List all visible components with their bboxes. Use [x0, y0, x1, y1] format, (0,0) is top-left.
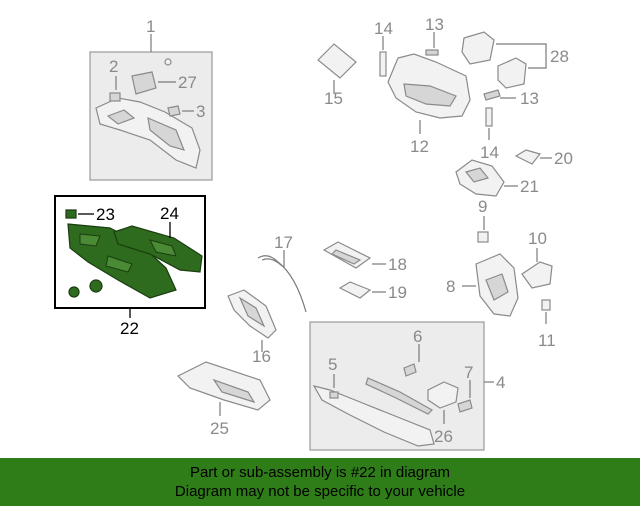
upper-center-parts: 15 14 13 12 28 13 14 — [317, 15, 569, 162]
part-11[interactable] — [541, 299, 551, 311]
callout-9: 9 — [478, 197, 487, 216]
clip-23[interactable] — [65, 209, 77, 219]
callout-20: 20 — [554, 149, 573, 168]
callout-13a: 13 — [425, 15, 444, 34]
callout-21: 21 — [520, 177, 539, 196]
part-14b[interactable] — [485, 107, 493, 127]
info-banner: Part or sub-assembly is #22 in diagram D… — [0, 458, 640, 506]
part-19[interactable] — [338, 281, 372, 299]
part-9[interactable] — [477, 231, 489, 243]
callout-14a: 14 — [374, 19, 393, 38]
screw-7[interactable] — [457, 399, 473, 413]
right-side-parts: 20 21 9 10 8 11 — [446, 149, 573, 350]
callout-19: 19 — [388, 283, 407, 302]
callout-23: 23 — [96, 205, 115, 224]
callout-11: 11 — [538, 331, 556, 350]
callout-24: 24 — [160, 204, 179, 223]
part-10[interactable] — [521, 261, 553, 289]
part-20[interactable] — [514, 149, 542, 165]
part-13b[interactable] — [483, 89, 501, 101]
callout-28: 28 — [550, 47, 569, 66]
assembly-1-group[interactable]: 1 2 27 3 — [89, 17, 213, 181]
callout-15: 15 — [324, 89, 343, 108]
screw-6[interactable] — [403, 363, 417, 377]
switch-27[interactable] — [131, 71, 157, 95]
callout-6: 6 — [413, 327, 422, 346]
callout-5: 5 — [328, 355, 337, 374]
vent-28a[interactable] — [461, 31, 495, 65]
callout-12: 12 — [410, 137, 429, 156]
assembly-4-group[interactable]: 4 5 6 26 7 — [309, 321, 505, 451]
part-13a[interactable] — [425, 49, 439, 56]
part-14a[interactable] — [379, 51, 387, 77]
callout-26: 26 — [434, 427, 453, 446]
callout-17: 17 — [274, 233, 293, 252]
clip-2[interactable] — [109, 92, 121, 102]
banner-line-2: Diagram may not be specific to your vehi… — [174, 483, 466, 500]
latch-26[interactable] — [427, 381, 459, 409]
callout-25: 25 — [210, 419, 229, 438]
callout-1: 1 — [146, 17, 155, 36]
callout-7: 7 — [464, 363, 473, 382]
seal-17[interactable] — [257, 255, 307, 313]
callout-18: 18 — [388, 255, 407, 274]
banner-line-1: Part or sub-assembly is #22 in diagram — [189, 464, 451, 481]
panel-4[interactable] — [312, 385, 435, 447]
vent-28b[interactable] — [497, 57, 527, 89]
screw-3[interactable] — [167, 105, 181, 117]
center-parts: 17 18 19 16 25 — [176, 233, 407, 438]
callout-2: 2 — [109, 57, 118, 76]
callout-14b: 14 — [480, 143, 499, 162]
callout-16: 16 — [252, 347, 271, 366]
assembly-22-group[interactable]: 24 23 22 — [54, 195, 206, 338]
callout-27: 27 — [178, 73, 197, 92]
part-15[interactable] — [317, 43, 357, 79]
callout-8: 8 — [446, 277, 455, 296]
callout-4: 4 — [496, 373, 505, 392]
callout-10: 10 — [528, 229, 547, 248]
clip-5[interactable] — [329, 391, 339, 399]
callout-22: 22 — [120, 319, 139, 338]
callout-13b: 13 — [520, 89, 539, 108]
callout-3: 3 — [196, 102, 205, 121]
